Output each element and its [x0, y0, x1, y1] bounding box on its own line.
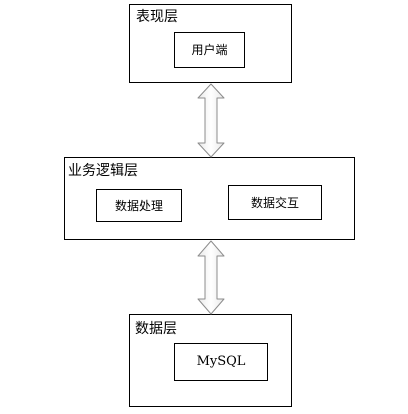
- presentation-business-double-arrow: [197, 83, 225, 158]
- data-processing-label: 数据处理: [114, 198, 163, 213]
- business-layer-title: 业务逻辑层: [68, 163, 138, 179]
- data-layer-box: 数据层 MySQL: [129, 314, 292, 407]
- data-layer-title: 数据层: [135, 321, 177, 337]
- presentation-layer-title: 表现层: [136, 9, 178, 25]
- data-processing-box: 数据处理: [96, 189, 182, 222]
- client-label: 用户端: [191, 43, 228, 57]
- presentation-layer-box: 表现层 用户端: [129, 4, 292, 83]
- business-data-double-arrow: [197, 240, 225, 315]
- mysql-box: MySQL: [174, 343, 268, 381]
- client-box: 用户端: [174, 32, 245, 68]
- mysql-label: MySQL: [196, 354, 246, 369]
- data-interaction-label: 数据交互: [250, 195, 299, 210]
- data-interaction-box: 数据交互: [228, 185, 322, 220]
- business-layer-box: 业务逻辑层 数据处理 数据交互: [64, 157, 355, 240]
